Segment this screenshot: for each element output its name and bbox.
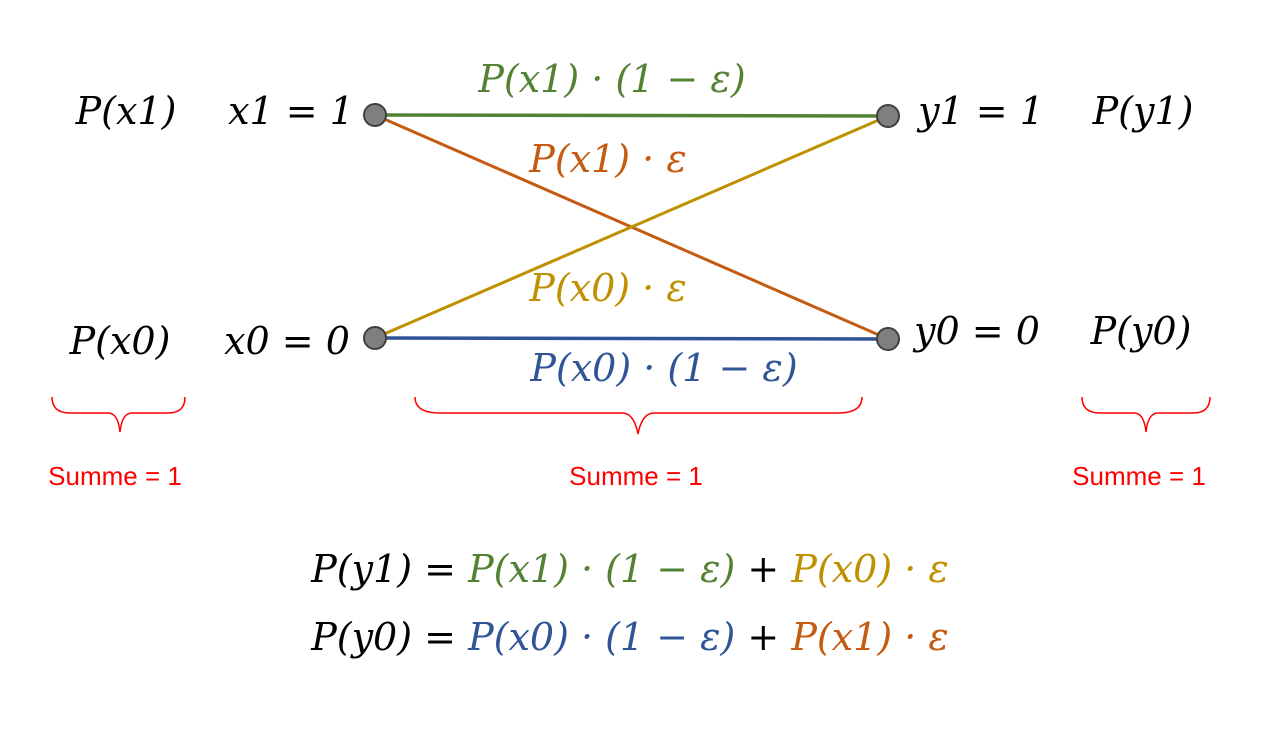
node-y1: [876, 104, 900, 128]
label-x0-y0: P(x0) · (1 − ε): [529, 346, 797, 390]
input-x0: x0 = 0: [224, 319, 350, 363]
label-x0-y1: P(x0) · ε: [528, 266, 686, 310]
node-y0: [876, 327, 900, 351]
prob-x1: P(x1): [75, 89, 177, 133]
node-x0: [363, 326, 387, 350]
label-x1-y0: P(x1) · ε: [528, 137, 686, 181]
edge-x0-y1: [374, 114, 889, 340]
equation-y0: P(y0) = P(x0) · (1 − ε) + P(x1) · ε: [310, 615, 949, 659]
node-x1: [363, 103, 387, 127]
output-y1: y1 = 1: [916, 89, 1044, 133]
edge-x0-y0: [374, 336, 889, 341]
prob-x0: P(x0): [69, 319, 171, 363]
brace-middle: [414, 396, 863, 435]
brace-left: [51, 396, 186, 433]
output-y0: y0 = 0: [912, 309, 1040, 353]
brace-right: [1081, 396, 1211, 433]
label-x1-y1: P(x1) · (1 − ε): [477, 57, 745, 101]
sum-left: Summe = 1: [48, 461, 182, 491]
input-x1: x1 = 1: [228, 89, 354, 133]
sum-middle: Summe = 1: [569, 461, 703, 491]
edge-x1-y1: [374, 113, 889, 118]
prob-y1: P(y1): [1092, 89, 1194, 133]
sum-right: Summe = 1: [1072, 461, 1206, 491]
prob-y0: P(y0): [1090, 309, 1192, 353]
equation-y1: P(y1) = P(x1) · (1 − ε) + P(x0) · ε: [310, 547, 949, 591]
